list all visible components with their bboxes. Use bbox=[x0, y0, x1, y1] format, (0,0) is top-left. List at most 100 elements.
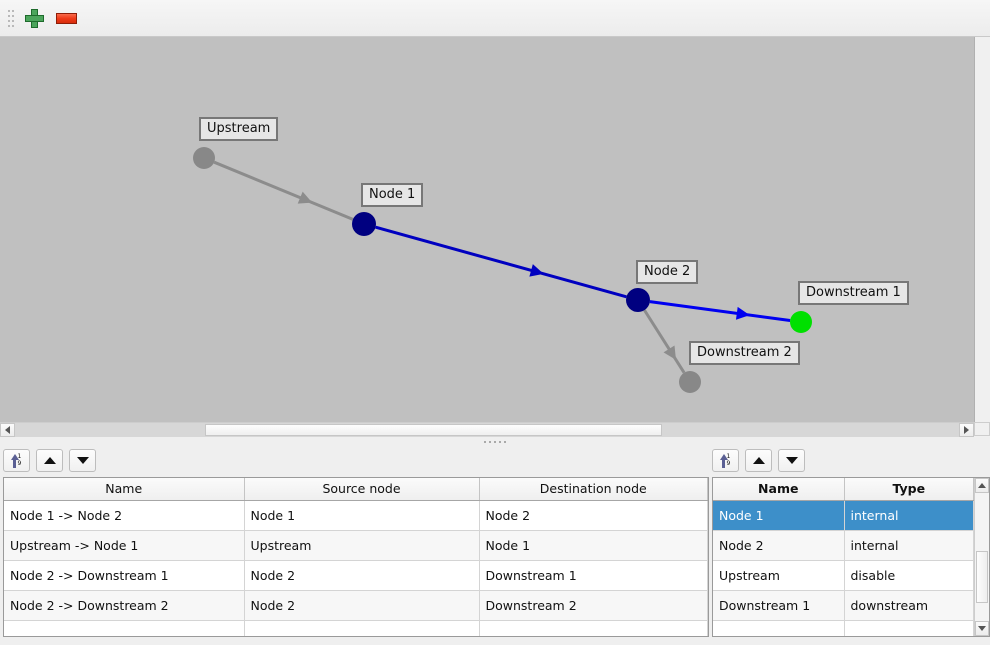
main-toolbar bbox=[0, 0, 990, 37]
edges-table-cell[interactable]: Node 2 bbox=[244, 560, 480, 591]
add-button[interactable] bbox=[18, 2, 50, 34]
splitter-grip bbox=[484, 440, 506, 443]
edge-arrow-upstream-node1 bbox=[297, 191, 313, 204]
triangle-up-icon bbox=[978, 483, 986, 488]
nodes-table-filler-row bbox=[713, 620, 974, 636]
edges-table-cell[interactable]: Node 2 bbox=[479, 500, 708, 531]
edges-column-header[interactable]: Name bbox=[4, 478, 245, 501]
nodes-table-scrollbar[interactable] bbox=[974, 478, 989, 636]
scroll-left-button[interactable] bbox=[0, 423, 15, 437]
edges-sort-button[interactable]: 1 9 bbox=[3, 449, 30, 472]
sort-digit-top: 1 bbox=[17, 452, 22, 460]
nodes-move-down-button[interactable] bbox=[778, 449, 805, 472]
edges-table-filler-cell bbox=[244, 620, 480, 636]
graph-node-downstream1[interactable] bbox=[790, 311, 812, 333]
edges-move-up-button[interactable] bbox=[36, 449, 63, 472]
scroll-right-button[interactable] bbox=[959, 423, 974, 437]
graph-edges bbox=[213, 160, 791, 374]
canvas-horizontal-scrollbar[interactable] bbox=[0, 422, 974, 437]
horizontal-scroll-track[interactable] bbox=[15, 423, 959, 437]
edge-arrow-node2-downstream1 bbox=[735, 306, 750, 320]
graph-node-label-downstream1[interactable]: Downstream 1 bbox=[798, 281, 909, 305]
edges-table-cell[interactable]: Node 1 bbox=[479, 530, 708, 561]
nodes-table-cell[interactable]: downstream bbox=[844, 590, 974, 621]
edges-toolbar: 1 9 bbox=[3, 448, 709, 473]
edges-table-cell[interactable]: Node 2 -> Downstream 2 bbox=[4, 590, 245, 621]
edge-node2-downstream1[interactable] bbox=[649, 300, 791, 323]
nodes-table-cell[interactable]: Node 1 bbox=[713, 500, 845, 531]
edges-column-header[interactable]: Destination node bbox=[479, 478, 708, 501]
nodes-table-cell[interactable]: Upstream bbox=[713, 560, 845, 591]
nodes-table-filler-cell bbox=[713, 620, 845, 636]
edges-move-down-button[interactable] bbox=[69, 449, 96, 472]
triangle-down-icon bbox=[76, 457, 89, 464]
graph-node-label-node1[interactable]: Node 1 bbox=[361, 183, 424, 207]
triangle-left-icon bbox=[5, 426, 10, 434]
edge-arrow-node2-downstream2 bbox=[663, 345, 676, 360]
nodes-scroll-thumb[interactable] bbox=[976, 551, 988, 603]
graph-node-label-downstream2[interactable]: Downstream 2 bbox=[689, 341, 800, 365]
nodes-table-cell[interactable]: internal bbox=[844, 530, 974, 561]
nodes-column-header[interactable]: Name bbox=[713, 478, 845, 501]
edges-table-filler-row bbox=[4, 620, 708, 636]
nodes-move-up-button[interactable] bbox=[745, 449, 772, 472]
graph-node-upstream[interactable] bbox=[193, 147, 215, 169]
edges-table-cell[interactable]: Node 1 bbox=[244, 500, 480, 531]
nodes-table-cell[interactable]: Node 2 bbox=[713, 530, 845, 561]
nodes-column-header[interactable]: Type bbox=[844, 478, 974, 501]
sort-digit-bottom: 9 bbox=[17, 459, 22, 467]
nodes-table-cell[interactable]: disable bbox=[844, 560, 974, 591]
triangle-up-icon bbox=[43, 457, 56, 464]
nodes-sort-button[interactable]: 1 9 bbox=[712, 449, 739, 472]
edges-table-cell[interactable]: Upstream bbox=[244, 530, 480, 561]
edges-table-filler-cell bbox=[4, 620, 245, 636]
edge-arrow-node1-node2 bbox=[529, 264, 544, 277]
edges-column-header[interactable]: Source node bbox=[244, 478, 480, 501]
edges-table-cell[interactable]: Upstream -> Node 1 bbox=[4, 530, 245, 561]
sort-icon: 1 9 bbox=[718, 453, 734, 469]
triangle-down-icon bbox=[785, 457, 798, 464]
toolbar-drag-handle[interactable] bbox=[4, 5, 13, 31]
edges-table-filler-cell bbox=[479, 620, 708, 636]
edge-upstream-node1[interactable] bbox=[213, 160, 354, 221]
sort-digit-top: 1 bbox=[726, 452, 731, 460]
graph-node-downstream2[interactable] bbox=[679, 371, 701, 393]
pane-splitter[interactable] bbox=[0, 437, 990, 446]
nodes-scroll-down-button[interactable] bbox=[975, 621, 989, 636]
plus-icon bbox=[24, 8, 44, 28]
nodes-scroll-up-button[interactable] bbox=[975, 478, 989, 493]
nodes-table-cell[interactable]: internal bbox=[844, 500, 974, 531]
scroll-corner bbox=[974, 422, 990, 436]
graph-node-node2[interactable] bbox=[626, 288, 650, 312]
edges-table-cell[interactable]: Node 2 -> Downstream 1 bbox=[4, 560, 245, 591]
edges-table-cell[interactable]: Node 2 bbox=[244, 590, 480, 621]
edges-table-cell[interactable]: Node 1 -> Node 2 bbox=[4, 500, 245, 531]
graph-node-node1[interactable] bbox=[352, 212, 376, 236]
graph-node-label-upstream[interactable]: Upstream bbox=[199, 117, 279, 141]
edge-node1-node2[interactable] bbox=[375, 225, 627, 299]
edges-table-cell[interactable]: Downstream 1 bbox=[479, 560, 708, 591]
edge-node2-downstream2[interactable] bbox=[643, 309, 686, 374]
nodes-table-filler-cell bbox=[844, 620, 974, 636]
nodes-table-cell[interactable]: Downstream 1 bbox=[713, 590, 845, 621]
horizontal-scroll-thumb[interactable] bbox=[205, 424, 662, 436]
remove-button[interactable] bbox=[50, 2, 82, 34]
edges-table-cell[interactable]: Downstream 2 bbox=[479, 590, 708, 621]
nodes-scroll-track[interactable] bbox=[975, 493, 989, 621]
graph-node-label-node2[interactable]: Node 2 bbox=[636, 260, 699, 284]
